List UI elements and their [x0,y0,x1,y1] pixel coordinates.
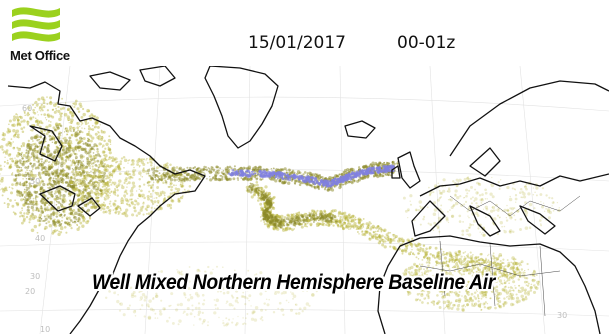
lat-label: 50 [30,177,40,186]
coastlines [7,66,609,334]
time-label: 00-01z [397,33,456,53]
header: Met Office 15/01/2017 00-01z [0,0,609,66]
map-caption: Well Mixed Northern Hemisphere Baseline … [92,271,495,294]
borders [419,195,581,317]
particle-plume [0,96,561,327]
lat-label: 40 [35,234,45,243]
dispersion-map: 60 50 40 30 20 10 30 [0,66,609,334]
lat-label: 60 [22,104,32,113]
lon-label: 30 [557,311,567,320]
logo-text: Met Office [10,48,70,63]
met-office-logo [12,7,60,42]
date-label: 15/01/2017 [248,33,346,53]
lat-label: 20 [25,287,35,296]
graticule [0,66,609,334]
lat-label: 30 [30,272,40,281]
lat-label: 10 [40,325,50,334]
